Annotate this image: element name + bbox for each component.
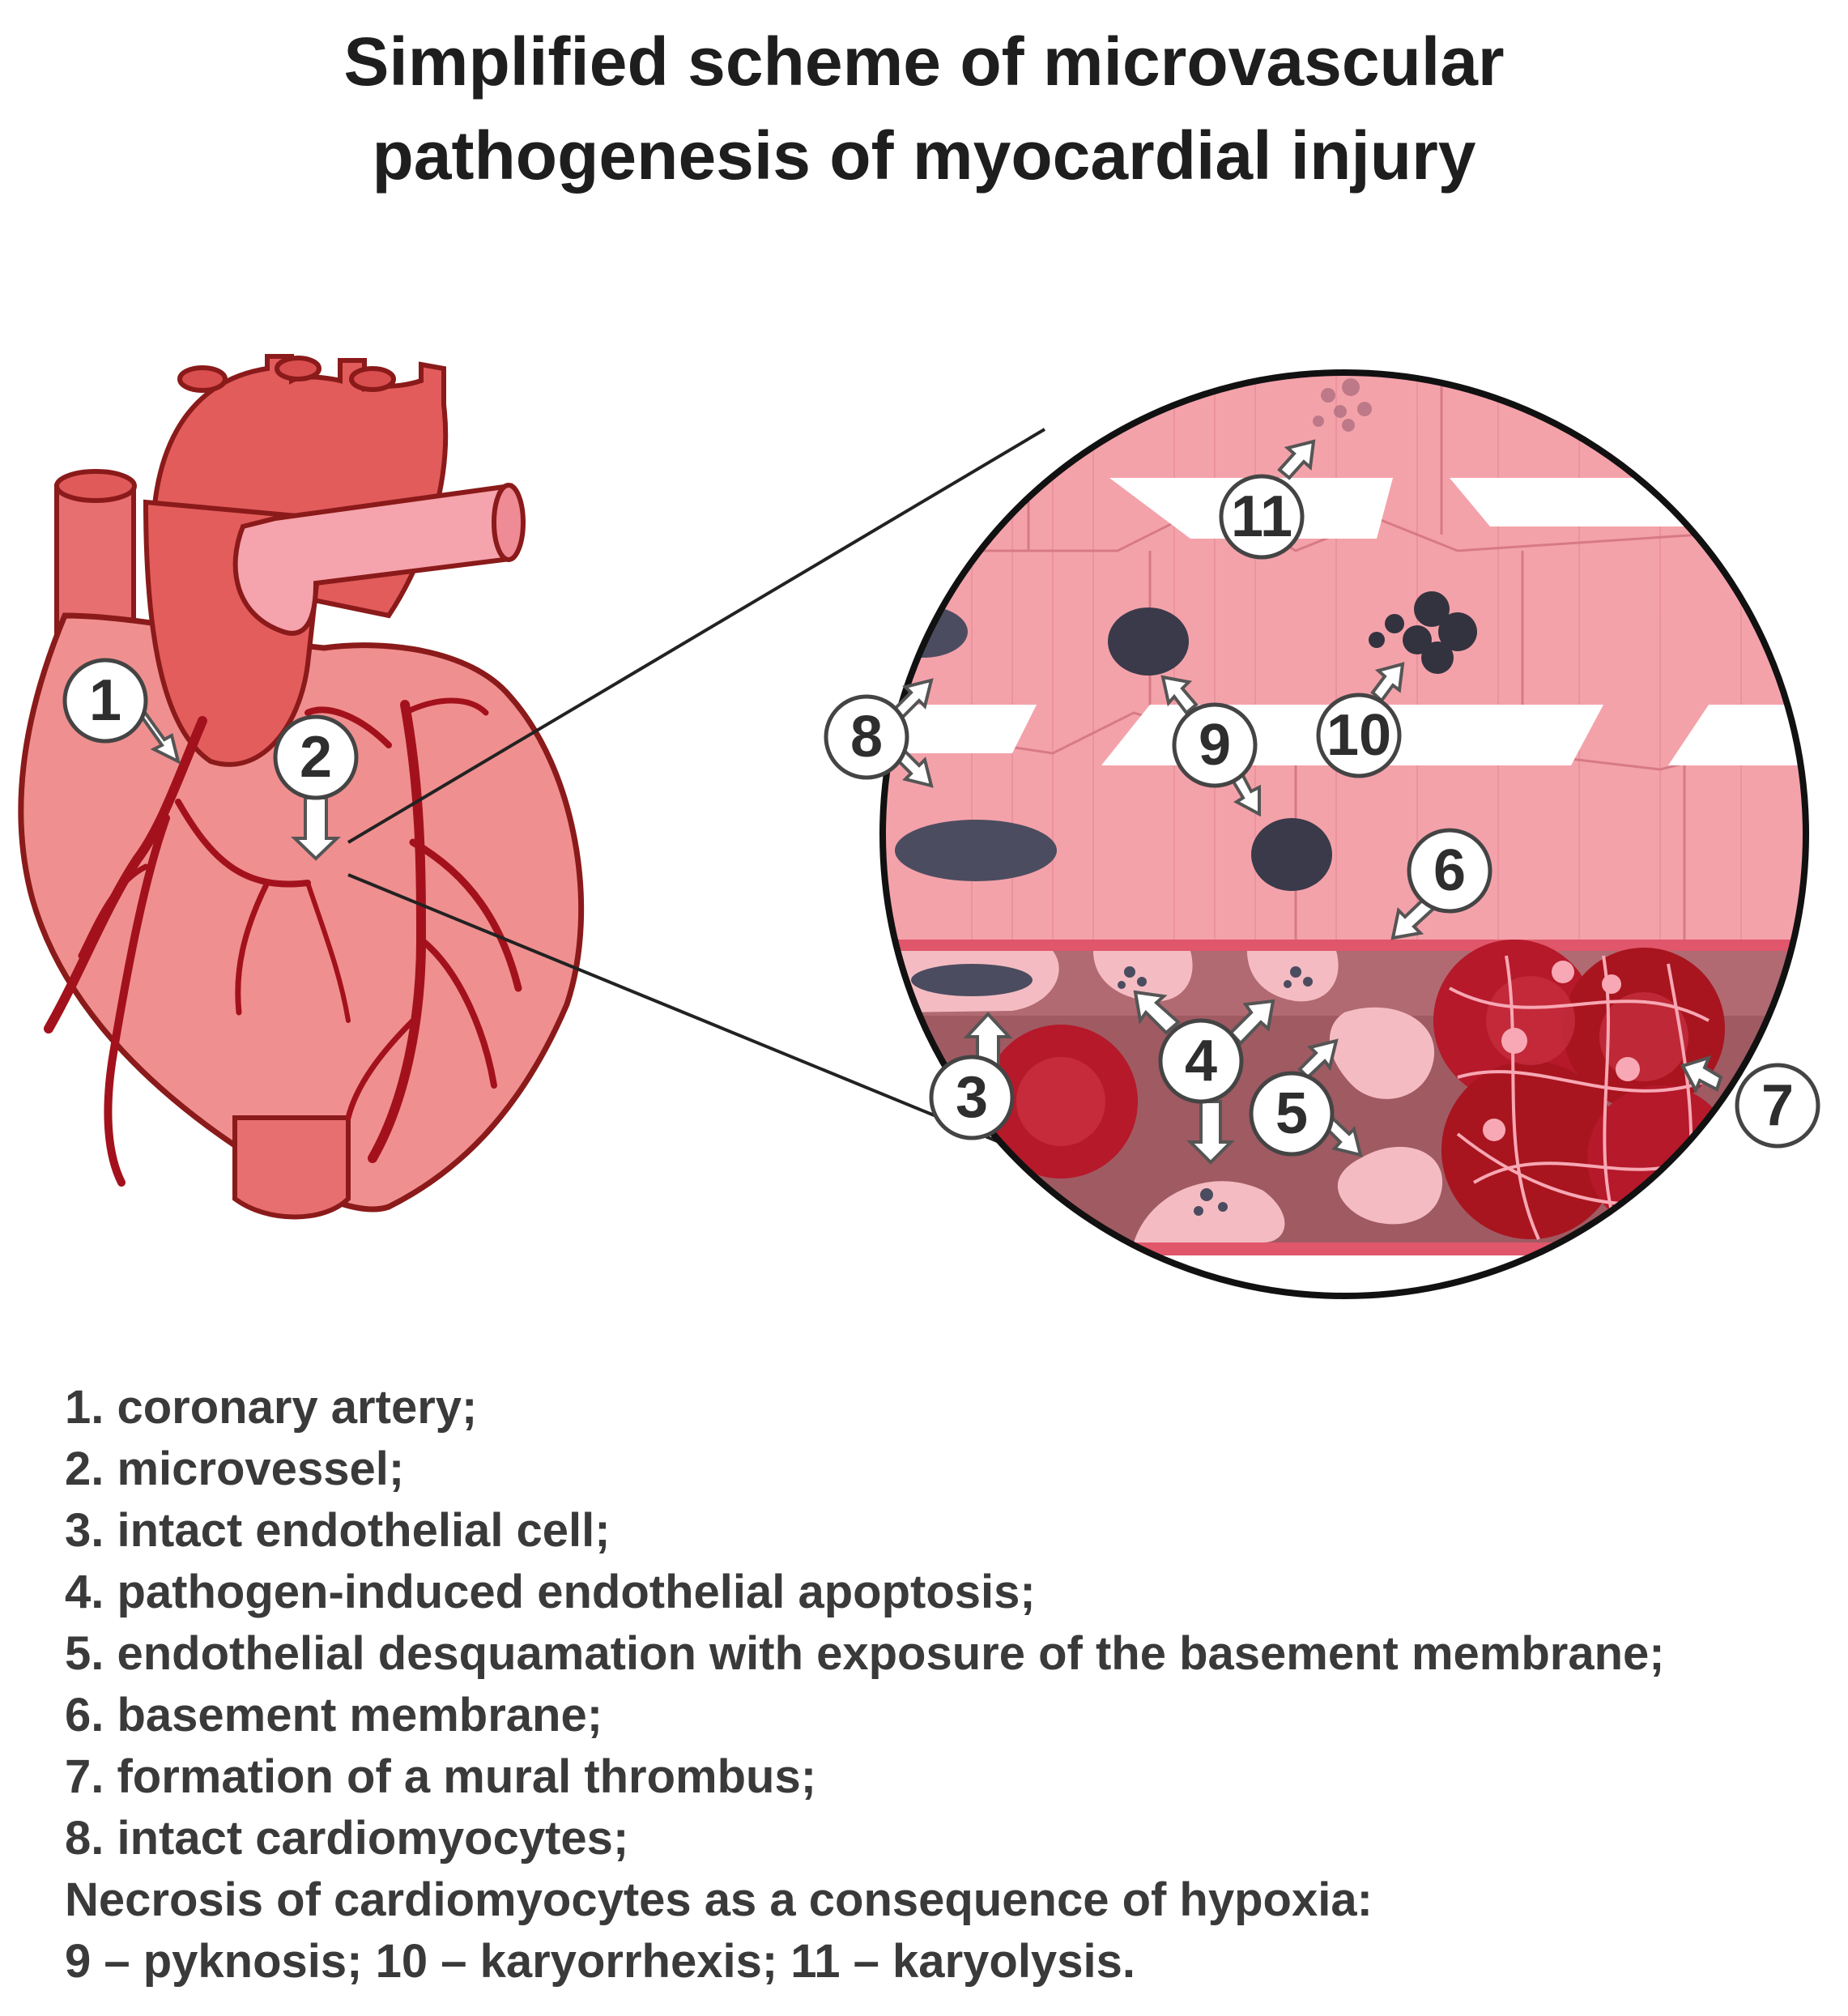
svg-text:11: 11 <box>1231 484 1292 549</box>
pointer-arrows <box>134 439 1723 1165</box>
fibrin-strands <box>1449 955 1718 1240</box>
legend-item-2: 2. microvessel; <box>65 1443 405 1495</box>
marker-10: 10 <box>1316 693 1402 778</box>
marker-4: 4 <box>1158 1018 1244 1104</box>
svg-text:1: 1 <box>89 668 121 733</box>
desquamated-endothelial-cell-1 <box>1329 1007 1435 1099</box>
svg-text:6: 6 <box>1433 838 1466 903</box>
legend-item-7: 7. formation of a mural thrombus; <box>65 1750 817 1803</box>
pyknotic-nucleus-lower <box>1251 818 1332 891</box>
title-line-2: pathogenesis of myocardial injury <box>372 117 1476 194</box>
marker-3: 3 <box>929 1055 1015 1140</box>
pyknotic-nucleus-upper <box>1108 607 1189 676</box>
svg-text:4: 4 <box>1185 1029 1217 1093</box>
desquamated-endothelial-cell-2 <box>1337 1146 1443 1225</box>
legend-item-3: 3. intact endothelial cell; <box>65 1504 611 1557</box>
svg-text:3: 3 <box>956 1065 988 1130</box>
number-markers: 1 2 3 4 5 6 7 8 <box>62 474 1820 1157</box>
marker-2: 2 <box>273 714 359 800</box>
svg-text:2: 2 <box>300 725 332 790</box>
svg-text:8: 8 <box>850 705 883 769</box>
endothelial-cells <box>899 951 1443 1242</box>
heart-schematic-figure: 1 2 3 4 5 6 7 8 <box>18 354 1820 1299</box>
marker-6: 6 <box>1407 828 1492 914</box>
mural-thrombus <box>1433 940 1733 1240</box>
marker-7: 7 <box>1735 1063 1820 1149</box>
legend-item-1: 1. coronary artery; <box>65 1381 478 1434</box>
coronary-arteries <box>44 697 522 1187</box>
legend-item-6: 6. basement membrane; <box>65 1689 603 1741</box>
heart-illustration <box>18 354 585 1220</box>
zoom-circle-border <box>879 369 1809 1299</box>
title-line-1: Simplified scheme of microvascular <box>343 23 1505 100</box>
apoptotic-endothelial-cell-1 <box>1093 951 1193 1002</box>
marker-8: 8 <box>824 694 909 780</box>
legend: 1. coronary artery; 2. microvessel; 3. i… <box>65 1377 1830 1993</box>
heart-body <box>18 612 585 1213</box>
legend-item-4: 4. pathogen-induced endothelial apoptosi… <box>65 1566 1036 1618</box>
svg-text:10: 10 <box>1326 703 1391 768</box>
legend-item-5: 5. endothelial desquamation with exposur… <box>65 1627 1665 1680</box>
basement-membrane <box>883 940 1806 951</box>
legend-necrosis-items: 9 – pyknosis; 10 – karyorrhexis; 11 – ka… <box>65 1935 1135 1988</box>
svg-text:7: 7 <box>1761 1073 1794 1138</box>
diagram-title: Simplified scheme of microvascular patho… <box>0 15 1848 202</box>
pulmonary-artery <box>232 483 513 636</box>
legend-item-8: 8. intact cardiomyocytes; <box>65 1812 629 1865</box>
karyolysis-remnants <box>1313 378 1372 432</box>
karyorrhexis-fragments <box>1369 591 1477 674</box>
marker-5: 5 <box>1249 1071 1335 1157</box>
apoptotic-endothelial-cell-3 <box>1134 1181 1285 1242</box>
legend-necrosis-heading: Necrosis of cardiomyocytes as a conseque… <box>65 1873 1373 1926</box>
svg-text:9: 9 <box>1199 713 1231 778</box>
marker-11: 11 <box>1219 474 1305 560</box>
zoom-connector-upper <box>347 428 1046 844</box>
marker-1: 1 <box>62 658 148 744</box>
zoom-connector-lower <box>347 873 1118 1192</box>
marker-9: 9 <box>1172 702 1258 788</box>
svg-text:5: 5 <box>1275 1081 1308 1146</box>
